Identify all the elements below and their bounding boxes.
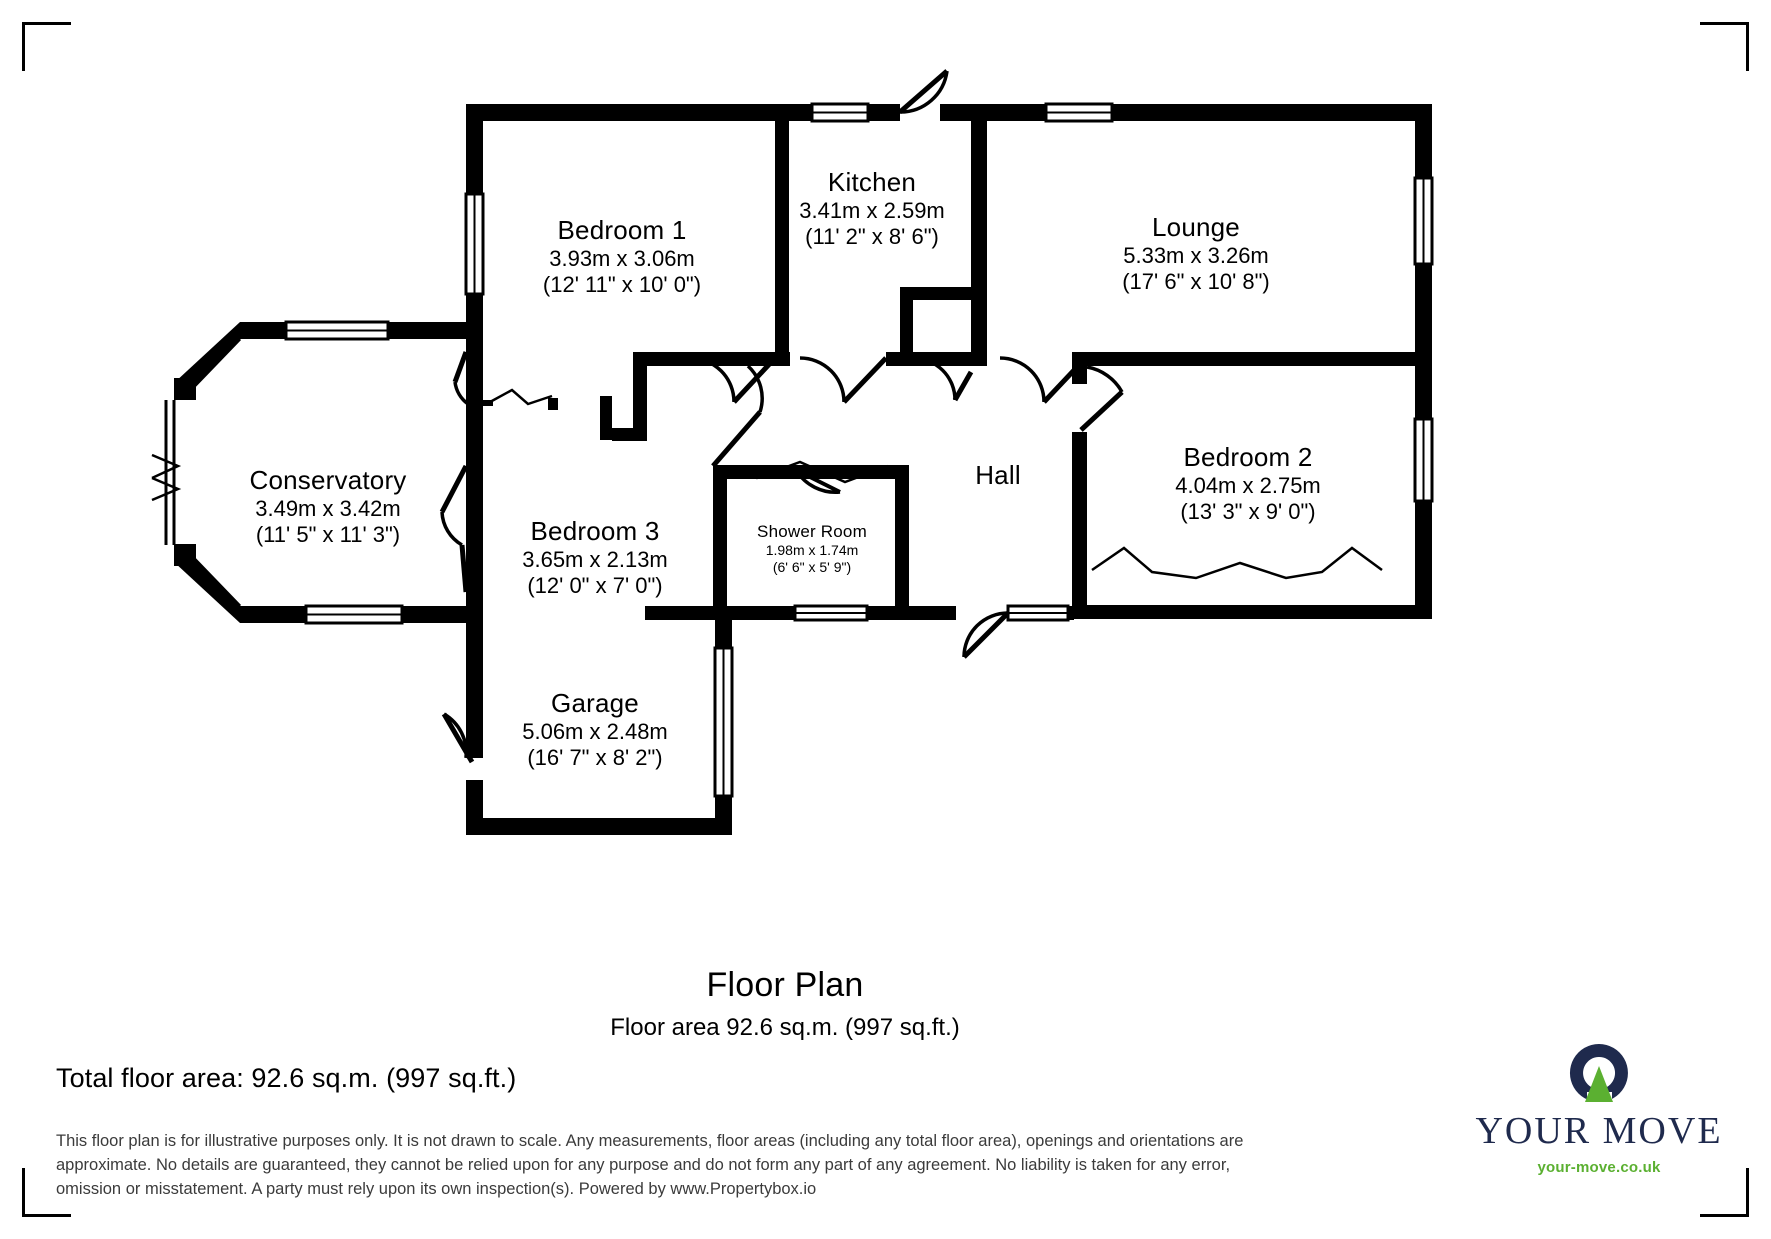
- shower-room-dimension-imperial: (6' 6" x 5' 9"): [772, 558, 852, 575]
- bedroom-2-dimension-metric: 4.04m x 2.75m: [1175, 472, 1321, 498]
- garage-dimension-imperial: (16' 7" x 8' 2"): [527, 744, 663, 770]
- lounge-dimension-metric: 5.33m x 3.26m: [1123, 242, 1269, 268]
- brand-url[interactable]: your-move.co.uk: [1537, 1159, 1661, 1176]
- crop-mark-bottom-right: [1700, 1168, 1749, 1217]
- conservatory-dimension-metric: 3.49m x 3.42m: [255, 495, 401, 521]
- door-symbols: [151, 69, 1383, 764]
- room-label-hall: Hall: [975, 460, 1021, 491]
- bedroom-1-dimension-metric: 3.93m x 3.06m: [549, 245, 695, 271]
- floor-plan-drawing: [151, 69, 1434, 835]
- bedroom-2-dimension-imperial: (13' 3" x 9' 0"): [1180, 498, 1316, 524]
- window-center-lines: [286, 111, 1425, 796]
- your-move-ring-tree-icon: [1569, 1044, 1628, 1105]
- plan-title-block: Floor Plan Floor area 92.6 sq.m. (997 sq…: [610, 966, 960, 1042]
- bedroom-3-dimension-imperial: (12' 0" x 7' 0"): [527, 572, 663, 598]
- garage-name: Garage: [551, 688, 639, 718]
- disclaimer-text: This floor plan is for illustrative purp…: [56, 1132, 1244, 1198]
- conservatory-name: Conservatory: [249, 465, 407, 495]
- bedroom-2-name: Bedroom 2: [1183, 442, 1313, 472]
- brand-logo-block: YOUR MOVE your-move.co.uk: [1465, 1042, 1733, 1176]
- crop-mark-top-left: [22, 22, 71, 71]
- crop-mark-top-right: [1700, 22, 1749, 71]
- bedroom-3-dimension-metric: 3.65m x 2.13m: [522, 546, 668, 572]
- floor-area-subtitle: Floor area 92.6 sq.m. (997 sq.ft.): [610, 1014, 960, 1041]
- lounge-name: Lounge: [1152, 212, 1240, 242]
- shower-room-name: Shower Room: [757, 522, 867, 541]
- garage-dimension-metric: 5.06m x 2.48m: [522, 718, 668, 744]
- kitchen-name: Kitchen: [827, 167, 917, 197]
- kitchen-dimension-metric: 3.41m x 2.59m: [799, 197, 945, 223]
- conservatory-dimension-imperial: (11' 5" x 11' 3"): [255, 521, 401, 547]
- lounge-dimension-imperial: (17' 6" x 10' 8"): [1122, 268, 1270, 294]
- brand-name: YOUR MOVE: [1475, 1110, 1723, 1152]
- total-floor-area: Total floor area: 92.6 sq.m. (997 sq.ft.…: [56, 1063, 517, 1093]
- kitchen-dimension-imperial: (11' 2" x 8' 6"): [805, 223, 939, 249]
- hall-name: Hall: [975, 460, 1021, 490]
- crop-mark-bottom-left: [22, 1168, 71, 1217]
- bedroom-3-name: Bedroom 3: [530, 516, 660, 546]
- page-title: Floor Plan: [706, 966, 864, 1004]
- shower-room-dimension-metric: 1.98m x 1.74m: [765, 542, 859, 559]
- bedroom-1-name: Bedroom 1: [557, 215, 687, 245]
- bedroom-1-dimension-imperial: (12' 11" x 10' 0"): [542, 271, 702, 297]
